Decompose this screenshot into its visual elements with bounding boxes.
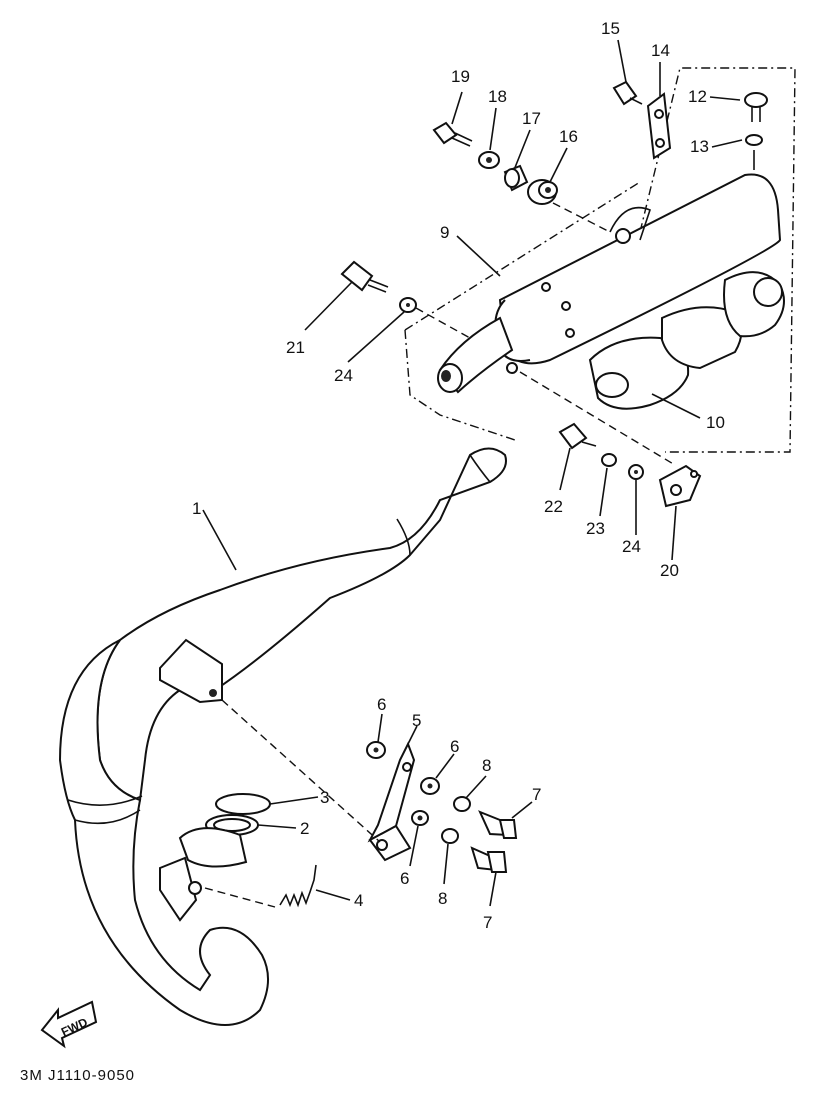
bolt-14 xyxy=(612,80,643,106)
bolt-7-top xyxy=(478,810,518,839)
callout-6-top: 6 xyxy=(377,695,386,714)
washer-24 xyxy=(399,297,417,313)
muffler-assembly-boundary xyxy=(404,67,796,453)
collar-16 xyxy=(503,164,529,192)
callout-16: 17 xyxy=(522,109,541,128)
callout-14: 15 xyxy=(601,19,620,38)
callout-labels: 15 14 12 13 19 18 17 16 9 21 24 10 22 23… xyxy=(192,19,725,932)
lockwasher-8-low xyxy=(441,828,459,844)
callout-18: 19 xyxy=(451,67,470,86)
lockwasher-8-top xyxy=(453,796,471,812)
fwd-arrow-icon: FWD xyxy=(40,1000,98,1049)
bracket-19 xyxy=(658,464,702,508)
callout-17: 18 xyxy=(488,87,507,106)
washer-6-mid xyxy=(420,777,440,795)
screw-11 xyxy=(744,92,768,122)
callout-12: 13 xyxy=(690,137,709,156)
callout-8-top: 8 xyxy=(482,756,491,775)
callout-1: 1 xyxy=(192,499,201,518)
callout-21: 22 xyxy=(544,497,563,516)
callout-24: 24 xyxy=(334,366,353,385)
joint-flange xyxy=(159,827,248,922)
diagram-code: 3M J1110-9050 xyxy=(20,1067,135,1084)
washer-6-low xyxy=(411,810,429,826)
callout-15: 16 xyxy=(559,127,578,146)
exhaust-pipe xyxy=(58,447,507,1026)
washer-6-top xyxy=(366,741,386,759)
callout-3: 3 xyxy=(320,788,329,807)
bolt-7-low xyxy=(470,846,508,873)
callout-2: 2 xyxy=(300,819,309,838)
washer-23 xyxy=(628,464,644,480)
callout-5: 5 xyxy=(412,711,421,730)
bolt-20 xyxy=(340,260,389,293)
callout-6-mid: 6 xyxy=(450,737,459,756)
callout-4: 4 xyxy=(354,891,363,910)
callout-23: 24 xyxy=(622,537,641,556)
callout-7-top: 7 xyxy=(532,785,541,804)
callout-19: 20 xyxy=(660,561,679,580)
callout-7-low: 7 xyxy=(483,913,492,932)
callout-6-low: 6 xyxy=(400,869,409,888)
washer-12 xyxy=(745,134,763,146)
bracket-5 xyxy=(367,741,416,862)
callout-20: 21 xyxy=(286,338,305,357)
gasket-3 xyxy=(215,793,271,815)
washer-22 xyxy=(601,453,617,467)
callout-11: 12 xyxy=(688,87,707,106)
silencer-body xyxy=(437,150,782,394)
bolt-18 xyxy=(432,121,473,147)
silencer-packing xyxy=(588,271,785,410)
spring-4 xyxy=(279,864,317,908)
callout-9: 9 xyxy=(440,223,449,242)
washer-17 xyxy=(478,151,500,169)
bracket-13 xyxy=(646,92,672,160)
leader-lines xyxy=(202,39,743,907)
callout-22: 23 xyxy=(586,519,605,538)
bolt-21 xyxy=(558,422,597,450)
callout-10: 10 xyxy=(706,413,725,432)
callout-8-low: 8 xyxy=(438,889,447,908)
callout-13: 14 xyxy=(651,41,670,60)
grommet-15 xyxy=(527,179,558,205)
